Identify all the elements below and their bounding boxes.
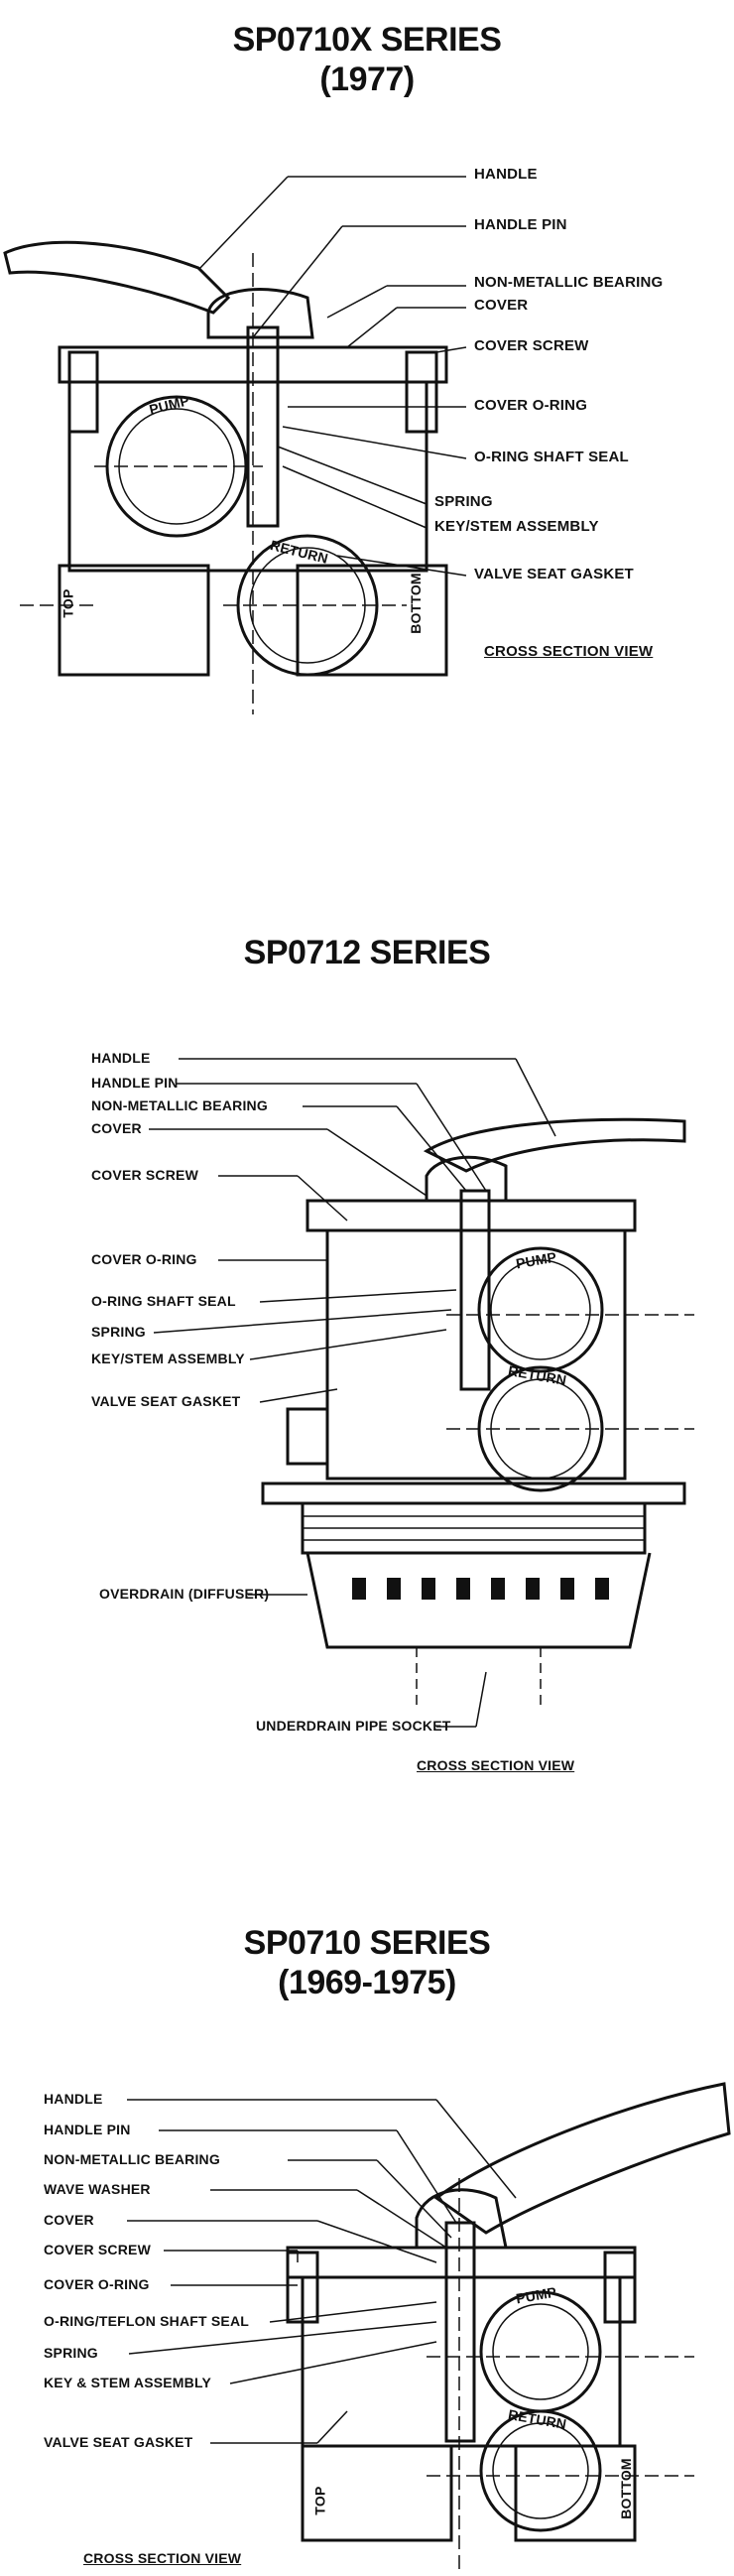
label-o-ring-shaft-seal: O-RING SHAFT SEAL [474,449,629,465]
caption-cross-section: CROSS SECTION VIEW [83,2550,242,2566]
caption-cross-section: CROSS SECTION VIEW [484,643,654,660]
lower-port-left [58,564,210,677]
section-title: SP0710 SERIES [243,1924,491,1962]
label-cover-o-ring: COVER O-RING [91,1251,197,1267]
label-handle: HANDLE [91,1050,151,1066]
section-subtitle: (1969-1975) [278,1964,456,2001]
label-handle: HANDLE [44,2091,103,2107]
section-subtitle: (1977) [319,61,415,98]
label-non-metallic-bearing: NON-METALLIC BEARING [91,1097,268,1113]
port-label-bottom: BOTTOM [617,2458,634,2519]
caption-cross-section: CROSS SECTION VIEW [417,1757,575,1773]
label-overdrain: OVERDRAIN (DIFFUSER) [99,1586,270,1602]
label-spring: SPRING [44,2345,98,2361]
label-non-metallic-bearing: NON-METALLIC BEARING [44,2151,220,2167]
label-handle-pin: HANDLE PIN [91,1075,179,1091]
label-cover-o-ring: COVER O-RING [474,397,588,414]
stem [246,325,280,528]
label-handle-pin: HANDLE PIN [44,2122,131,2137]
label-cover: COVER [91,1120,142,1136]
label-handle: HANDLE [474,166,538,183]
port-label-top: TOP [311,2486,328,2515]
label-o-ring-shaft-seal: O-RING SHAFT SEAL [91,1293,236,1309]
return-port [479,2409,602,2532]
section-title: SP0712 SERIES [243,934,491,971]
return-port [236,534,379,677]
label-handle-pin: HANDLE PIN [474,216,567,233]
cover-dome [206,288,314,339]
label-cover: COVER [474,297,529,314]
label-non-metallic-bearing: NON-METALLIC BEARING [474,274,664,291]
label-cover: COVER [44,2212,94,2228]
label-valve-seat-gasket: VALVE SEAT GASKET [91,1393,241,1409]
handle-shape [3,240,231,315]
label-spring: SPRING [434,493,493,510]
label-valve-seat-gasket: VALVE SEAT GASKET [44,2434,193,2450]
label-cover-screw: COVER SCREW [91,1167,198,1183]
valve-diagram-sp0710x [3,176,467,714]
section-title: SP0710X SERIES [232,21,502,59]
label-cover-screw: COVER SCREW [44,2242,151,2257]
label-key-stem-assembly: KEY & STEM ASSEMBLY [44,2375,211,2390]
pump-port [479,2290,602,2413]
label-spring: SPRING [91,1324,146,1340]
label-key-stem-assembly: KEY/STEM ASSEMBLY [91,1351,245,1366]
label-o-ring-teflon-shaft-seal: O-RING/TEFLON SHAFT SEAL [44,2313,250,2329]
label-key-stem-assembly: KEY/STEM ASSEMBLY [434,518,599,535]
label-cover-o-ring: COVER O-RING [44,2276,150,2292]
label-underdrain-pipe-socket: UNDERDRAIN PIPE SOCKET [256,1718,451,1734]
label-wave-washer: WAVE WASHER [44,2181,151,2197]
pump-port [477,1246,604,1373]
diffuser-slots [352,1578,609,1600]
lower-port-right [296,564,448,677]
label-valve-seat-gasket: VALVE SEAT GASKET [474,566,634,582]
label-cover-screw: COVER SCREW [474,337,589,354]
cover-screw-shape [405,350,438,434]
